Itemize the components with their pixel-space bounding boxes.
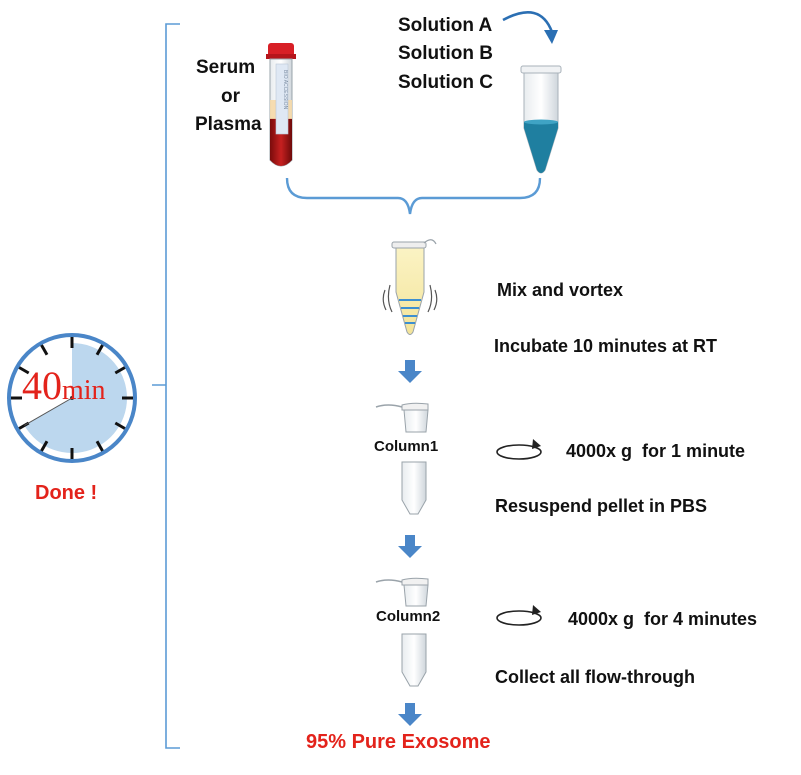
down-arrow-2-icon <box>398 535 422 558</box>
step-spin-1: 4000x g for 1 minute <box>566 441 746 461</box>
column2-label: Column2 <box>376 608 441 625</box>
vortex-tube-icon <box>382 239 438 335</box>
solution-tube-icon <box>520 65 562 174</box>
sample-label-plasma: Plasma <box>195 114 262 135</box>
merge-brace <box>285 177 542 215</box>
clock-tick <box>114 421 126 430</box>
timer-elapsed-sector <box>24 343 127 453</box>
step-resuspend: Resuspend pellet in PBS <box>495 496 708 516</box>
timer-number: 40 <box>22 363 62 408</box>
step-collect: Collect all flow-through <box>495 667 695 687</box>
left-brace <box>152 23 180 749</box>
step-incubate: Incubate 10 minutes at RT <box>494 336 718 356</box>
result-label: 95% Pure Exosome <box>306 731 491 753</box>
curved-arrow-icon <box>502 11 558 44</box>
clock-tick <box>95 344 104 356</box>
clock-tick <box>114 366 126 375</box>
clock-hand <box>24 397 73 426</box>
column2-icon <box>375 577 429 687</box>
rotation-1-icon <box>496 439 542 460</box>
clock-tick <box>95 440 104 452</box>
sample-label-or: or <box>221 86 240 107</box>
timer-readout: 40min <box>22 362 106 409</box>
sample-label-serum: Serum <box>196 57 256 78</box>
blood-tube-icon: BIO ACCESSION <box>266 43 296 167</box>
tube-label-text: BIO ACCESSION <box>282 70 288 110</box>
done-label: Done ! <box>35 482 98 504</box>
clock-tick <box>40 440 49 452</box>
solution-b-label: Solution B <box>398 43 493 64</box>
solution-c-label: Solution C <box>398 72 493 93</box>
timer-unit: min <box>62 375 106 406</box>
solution-a-label: Solution A <box>398 15 493 36</box>
rotation-2-icon <box>496 605 542 626</box>
timer-clock-icon <box>7 333 137 463</box>
down-arrow-3-icon <box>398 703 422 726</box>
column1-icon <box>375 402 429 515</box>
clock-tick <box>18 366 30 375</box>
down-arrow-1-icon <box>398 360 422 383</box>
column1-label: Column1 <box>374 438 439 455</box>
clock-tick <box>40 344 49 356</box>
step-spin-2: 4000x g for 4 minutes <box>568 609 758 629</box>
step-mix-vortex: Mix and vortex <box>497 280 624 300</box>
